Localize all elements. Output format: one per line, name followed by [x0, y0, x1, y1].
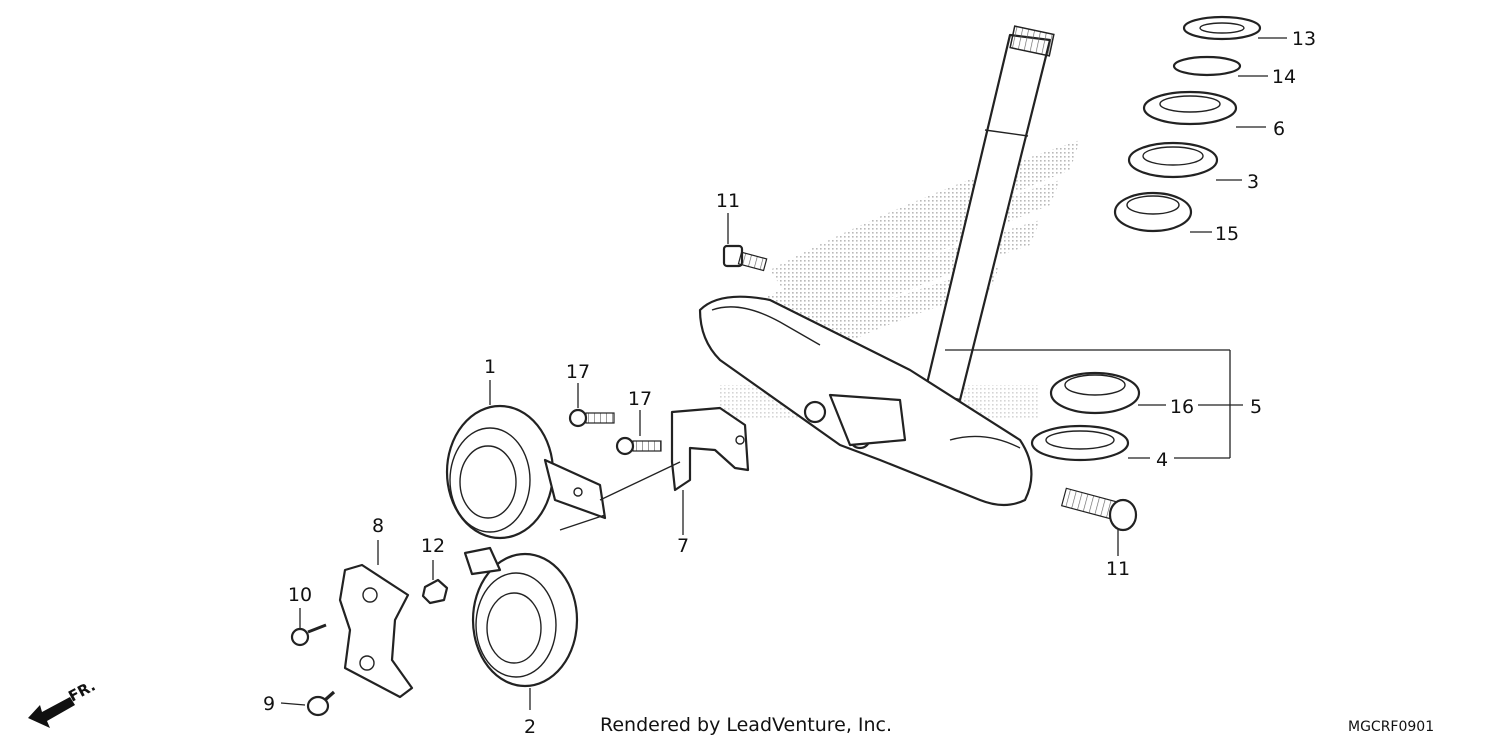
callout-labels: 1 2 3 4 5 6 7 8 9 10 11 11 12 13 14 15 1…: [263, 28, 1316, 738]
callout-7: 7: [677, 535, 689, 557]
part-6-bearing: [1142, 90, 1238, 126]
callout-13: 13: [1292, 28, 1316, 50]
callout-15: 15: [1215, 223, 1239, 245]
part-14-washer: [1172, 55, 1242, 77]
plate-8: [338, 563, 414, 699]
callout-3: 3: [1247, 171, 1259, 193]
arrow-icon: [28, 697, 75, 728]
callout-4: 4: [1156, 449, 1168, 471]
callout-17-b: 17: [628, 388, 652, 410]
part-15-bearing: [1113, 191, 1193, 233]
callout-17-a: 17: [566, 361, 590, 383]
callout-8: 8: [372, 515, 384, 537]
footer-credit: Rendered by LeadVenture, Inc.: [600, 714, 892, 736]
part-4-race: [1030, 424, 1130, 462]
bracket-7: [670, 406, 750, 492]
bearing-parts: [1030, 15, 1262, 462]
horn-1: [445, 404, 607, 540]
screw-9: [306, 690, 336, 717]
callout-1: 1: [484, 356, 496, 378]
bolt-17-a: [568, 408, 615, 428]
horn-2: [463, 546, 579, 688]
callout-2: 2: [524, 716, 536, 738]
callout-11-bottom: 11: [1106, 558, 1130, 580]
part-13-nut: [1182, 15, 1262, 41]
part-16-bearing: [1049, 371, 1141, 415]
part-3-race: [1127, 141, 1219, 179]
callout-9: 9: [263, 693, 275, 715]
steering-stem-assembly: [698, 25, 1055, 507]
leader-lines: [280, 37, 1287, 710]
callout-6: 6: [1273, 118, 1285, 140]
callout-10: 10: [288, 584, 312, 606]
callout-16: 16: [1170, 396, 1194, 418]
callout-11-top: 11: [716, 190, 740, 212]
bolt-11-bottom: [1060, 487, 1138, 532]
callout-5: 5: [1250, 396, 1262, 418]
callout-12: 12: [421, 535, 445, 557]
callout-14: 14: [1272, 66, 1296, 88]
bolt-17-b: [615, 436, 662, 456]
screw-10: [290, 623, 327, 647]
bolt-11-top: [722, 244, 768, 272]
front-direction-marker: FR.: [28, 677, 98, 728]
nut-12: [421, 578, 449, 605]
diagram-code: MGCRF0901: [1348, 719, 1434, 735]
